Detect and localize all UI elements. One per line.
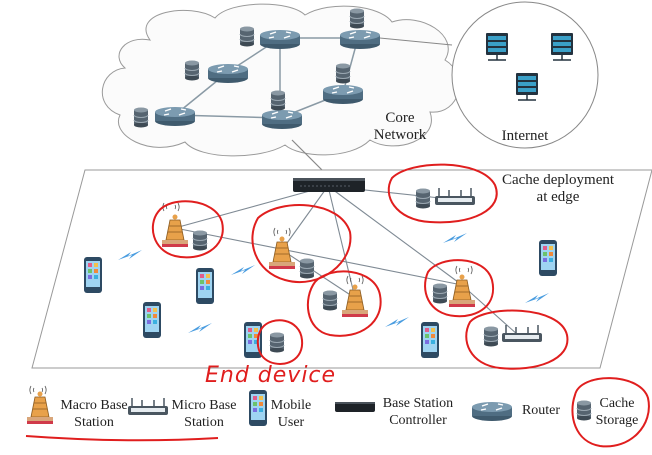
cache-storage-icon	[432, 283, 448, 304]
legend-label-line2: User	[277, 415, 305, 430]
legend-macro-base-station-icon	[26, 391, 54, 425]
cloud-internet-link	[379, 37, 453, 46]
cache-storage-icon	[483, 326, 499, 347]
mobile-user-icon	[421, 322, 439, 358]
legend-label-line2: Storage	[595, 413, 639, 428]
cache-storage-icon	[184, 60, 200, 81]
cache-storage-icon	[299, 258, 315, 279]
router-icon	[339, 29, 381, 50]
core-network-label-line2: Network	[373, 127, 427, 143]
cache-storage-icon	[415, 188, 431, 209]
core-network-label: Core Network	[370, 110, 430, 144]
cache-storage-icon	[133, 107, 149, 128]
mobile-user-icon	[143, 302, 161, 338]
cache-storage-icon	[270, 90, 286, 111]
router-icon	[259, 29, 301, 50]
cache-storage-icon	[269, 332, 285, 353]
cache-storage-icon	[239, 26, 255, 47]
router-icon	[322, 84, 364, 105]
base-station-controller-icon	[293, 178, 365, 192]
edge-label-line2: at edge	[536, 189, 580, 205]
legend-mobile-user-label: Mobile User	[266, 397, 316, 431]
legend-label-line1: Mobile	[270, 398, 312, 413]
legend-label-line2: Station	[184, 415, 224, 430]
legend-label-line1: Cache	[599, 396, 635, 411]
router-icon	[261, 109, 303, 130]
legend-label-line1: Macro Base	[60, 398, 128, 413]
legend-label-line1: Base Station	[382, 396, 454, 411]
cache-storage-icon	[335, 63, 351, 84]
legend-router-label: Router	[521, 403, 561, 418]
mobile-user-icon	[196, 268, 214, 304]
cache-storage-icon	[322, 290, 338, 311]
legend-macro-base-station-label: Macro Base Station	[54, 397, 134, 431]
edge-label: Cache deployment at edge	[490, 172, 626, 206]
legend-label-line2: Station	[74, 415, 114, 430]
end-device-annotation: End device	[205, 363, 337, 388]
legend-icons	[26, 385, 592, 426]
cache-storage-icon	[192, 230, 208, 251]
legend-cache-storage-label: Cache Storage	[592, 395, 642, 429]
mobile-user-icon	[84, 257, 102, 293]
mobile-user-icon	[539, 240, 557, 276]
edge-label-line1: Cache deployment	[501, 172, 615, 188]
router-icon	[207, 63, 249, 84]
legend-base-station-controller-icon	[335, 402, 375, 412]
legend-micro-base-station-label: Micro Base Station	[166, 397, 242, 431]
router-icon	[154, 106, 196, 127]
legend-router-icon	[471, 401, 513, 422]
cache-storage-icon	[349, 8, 365, 29]
core-network-label-line1: Core	[385, 110, 415, 126]
legend-label-line2: Controller	[389, 413, 447, 428]
legend-micro-base-station-icon	[127, 397, 169, 416]
legend-label-line1: Micro Base	[171, 398, 237, 413]
legend-cache-storage-icon	[576, 400, 592, 421]
edge-plane	[31, 169, 652, 369]
legend-base-station-controller-label: Base Station Controller	[378, 395, 458, 429]
red-annotation-marks	[25, 163, 650, 448]
legend-mobile-user-icon	[249, 390, 267, 426]
internet-label: Internet	[501, 128, 549, 144]
